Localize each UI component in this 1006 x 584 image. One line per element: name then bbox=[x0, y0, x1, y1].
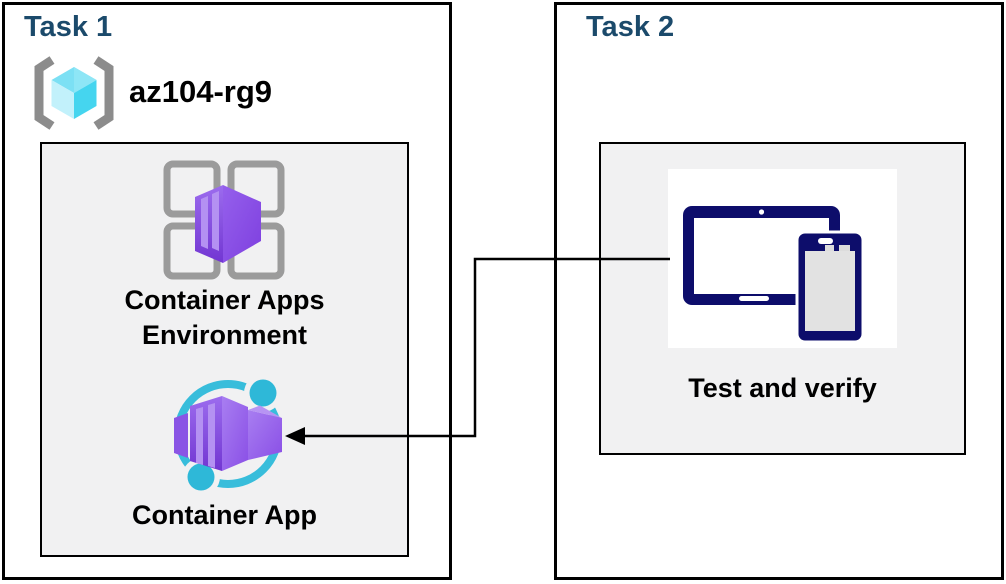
resource-group-name: az104-rg9 bbox=[129, 74, 273, 109]
task2-title: Task 2 bbox=[586, 11, 675, 43]
resource-group-icon bbox=[34, 56, 114, 130]
container-apps-environment-label: Container Apps Environment bbox=[124, 285, 325, 350]
tablet-phone-devices-icon bbox=[683, 206, 865, 344]
devices-icon-card bbox=[668, 169, 897, 348]
test-and-verify-label: Test and verify bbox=[688, 373, 877, 403]
container-apps-environment-icon bbox=[163, 160, 285, 280]
container-app-icon bbox=[174, 376, 282, 494]
container-app-label: Container App bbox=[132, 500, 317, 530]
task1-title: Task 1 bbox=[24, 11, 113, 43]
